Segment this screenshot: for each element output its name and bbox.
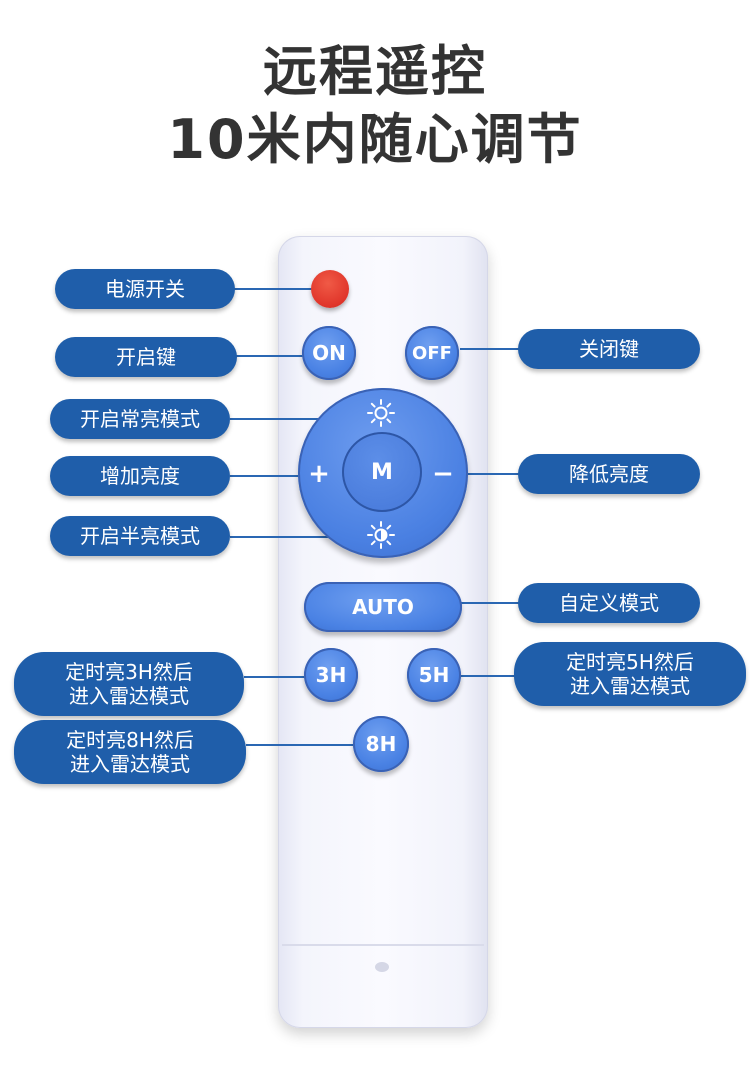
label-decrease-brightness: 降低亮度 — [518, 454, 700, 494]
label-timer-3h-line1: 定时亮3H然后 — [65, 660, 193, 684]
label-increase-brightness: 增加亮度 — [50, 456, 230, 496]
plus-button[interactable]: + — [308, 459, 330, 489]
timer-5h-button[interactable]: 5H — [407, 648, 461, 702]
callout-line-8h — [246, 744, 354, 746]
label-off: 关闭键 — [518, 329, 700, 369]
sun-icon[interactable] — [366, 398, 396, 428]
battery-cover-seam — [282, 944, 484, 946]
label-constant-mode: 开启常亮模式 — [50, 399, 230, 439]
label-timer-5h-line1: 定时亮5H然后 — [566, 650, 694, 674]
mode-button[interactable]: M — [342, 432, 422, 512]
callout-line-constant — [230, 418, 360, 420]
callout-line-5h — [460, 675, 516, 677]
headline-line-1: 远程遥控 — [263, 40, 487, 103]
callout-line-on — [236, 355, 304, 357]
label-timer-8h-line1: 定时亮8H然后 — [66, 728, 194, 752]
label-custom-mode: 自定义模式 — [518, 583, 700, 623]
timer-8h-button[interactable]: 8H — [353, 716, 409, 772]
battery-cover-notch — [375, 962, 389, 972]
label-timer-8h-line2: 进入雷达模式 — [70, 752, 190, 776]
callout-line-power — [234, 288, 314, 290]
auto-button[interactable]: AUTO — [304, 582, 462, 632]
callout-line-half — [230, 536, 360, 538]
label-timer-8h: 定时亮8H然后 进入雷达模式 — [14, 720, 246, 784]
headline-line-2: 10米内随心调节 — [167, 108, 583, 171]
label-timer-5h-line2: 进入雷达模式 — [570, 674, 690, 698]
callout-line-decrease — [460, 473, 520, 475]
label-power: 电源开关 — [55, 269, 235, 309]
callout-line-increase — [230, 475, 304, 477]
on-button[interactable]: ON — [302, 326, 356, 380]
off-button[interactable]: OFF — [405, 326, 459, 380]
label-timer-3h-line2: 进入雷达模式 — [69, 684, 189, 708]
half-sun-icon[interactable] — [366, 520, 396, 550]
callout-line-3h — [244, 676, 306, 678]
label-half-mode: 开启半亮模式 — [50, 516, 230, 556]
callout-line-custom — [460, 602, 520, 604]
timer-3h-button[interactable]: 3H — [304, 648, 358, 702]
label-timer-5h: 定时亮5H然后 进入雷达模式 — [514, 642, 746, 706]
minus-button[interactable]: − — [432, 459, 454, 489]
power-button[interactable] — [311, 270, 349, 308]
label-timer-3h: 定时亮3H然后 进入雷达模式 — [14, 652, 244, 716]
callout-line-off — [460, 348, 520, 350]
label-on: 开启键 — [55, 337, 237, 377]
